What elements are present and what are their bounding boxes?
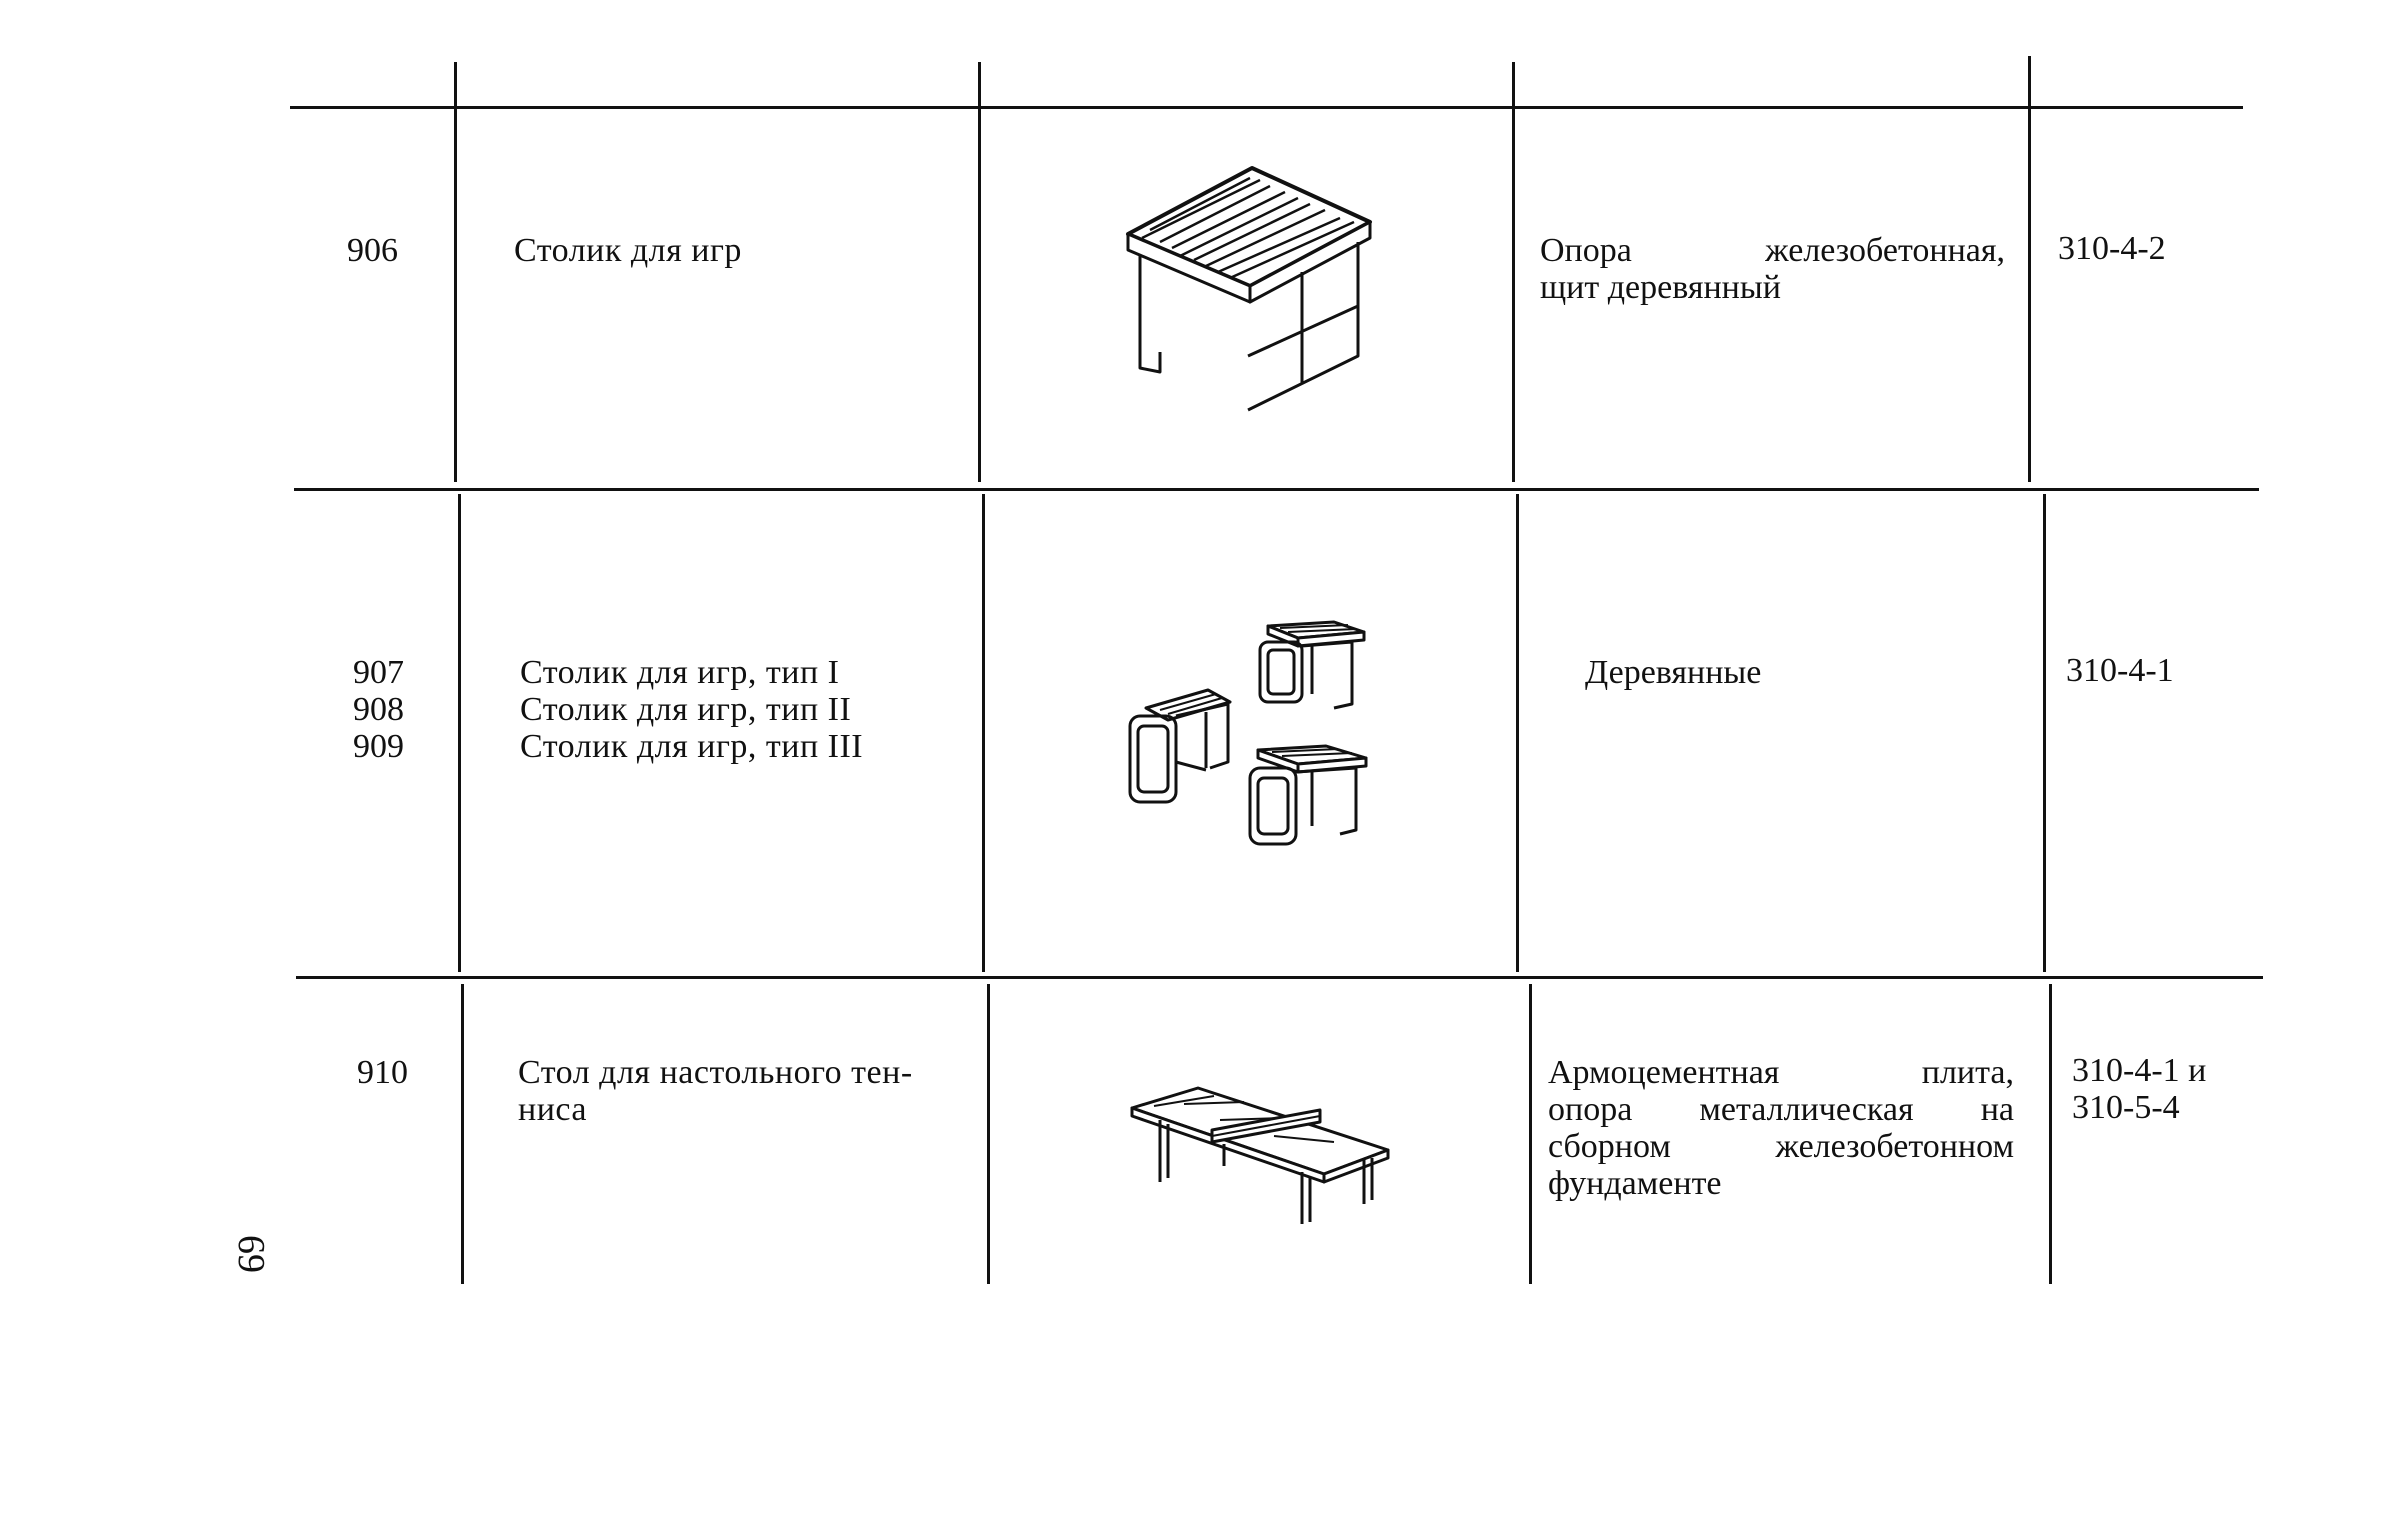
row-divider-top [290,106,2243,109]
column-divider-3 [1529,984,1532,1284]
column-divider-4 [2028,56,2031,482]
material-line: фундаменте [1548,1165,1722,1202]
item-number: 907 [353,654,404,691]
column-divider-4 [2043,494,2046,972]
material-line: Опора железобетонная, [1540,232,2005,269]
column-divider-3 [1512,62,1515,482]
project-code: 310-4-1 [2066,652,2174,689]
item-name: Столик для игр, тип III [520,728,864,765]
row-divider-2 [296,976,2263,979]
code-cell: 310-4-1 и 310-5-4 [2072,1052,2206,1126]
item-name: Столик для игр [514,232,742,269]
item-number: 908 [353,691,404,728]
item-name: Стол для настольного тен- [518,1054,913,1091]
material-cell: Опора железобетонная, щит деревянный [1540,232,2005,306]
item-number-cell: 910 [298,1054,408,1091]
item-name-cell: Стол для настольного тен- ниса [518,1054,913,1128]
item-number: 909 [353,728,404,765]
material-line: Деревянные [1585,654,1762,691]
item-number: 906 [347,232,398,269]
item-name-cell: Столик для игр, тип I Столик для игр, ти… [520,654,863,765]
column-divider-2 [982,494,985,972]
item-name-cell: Столик для игр [514,232,742,269]
item-name: ниса [518,1091,587,1128]
material-line: опора металлическая на [1548,1091,2014,1128]
code-cell: 310-4-1 [2066,652,2174,689]
table-tennis-table-icon [1124,1074,1404,1234]
material-line: Армоцементная плита, [1548,1054,2014,1091]
column-divider-3 [1516,494,1519,972]
code-cell: 310-4-2 [2058,230,2166,267]
project-code: 310-4-1 и [2072,1052,2207,1089]
item-name: Столик для игр, тип I [520,654,840,691]
column-divider-4 [2049,984,2052,1284]
play-table-stool-icon [1120,160,1380,420]
project-code: 310-4-2 [2058,230,2166,267]
column-divider-2 [978,62,981,482]
material-cell: Деревянные [1585,654,2005,691]
column-divider-2 [987,984,990,1284]
row-divider-1 [294,488,2259,491]
column-divider-1 [454,62,457,482]
material-line: сборном железобетонном [1548,1128,2014,1165]
page-number: 69 [230,1235,272,1273]
item-name: Столик для игр, тип II [520,691,852,728]
item-number-cell: 906 [288,232,398,269]
project-code: 310-5-4 [2072,1089,2180,1126]
column-divider-1 [461,984,464,1284]
item-number-cell: 907 908 909 [294,654,404,765]
column-divider-1 [458,494,461,972]
three-play-tables-icon [1112,612,1392,862]
item-number: 910 [357,1054,408,1091]
material-cell: Армоцементная плита, опора металлическая… [1548,1054,2014,1202]
material-line: щит деревянный [1540,269,1781,306]
